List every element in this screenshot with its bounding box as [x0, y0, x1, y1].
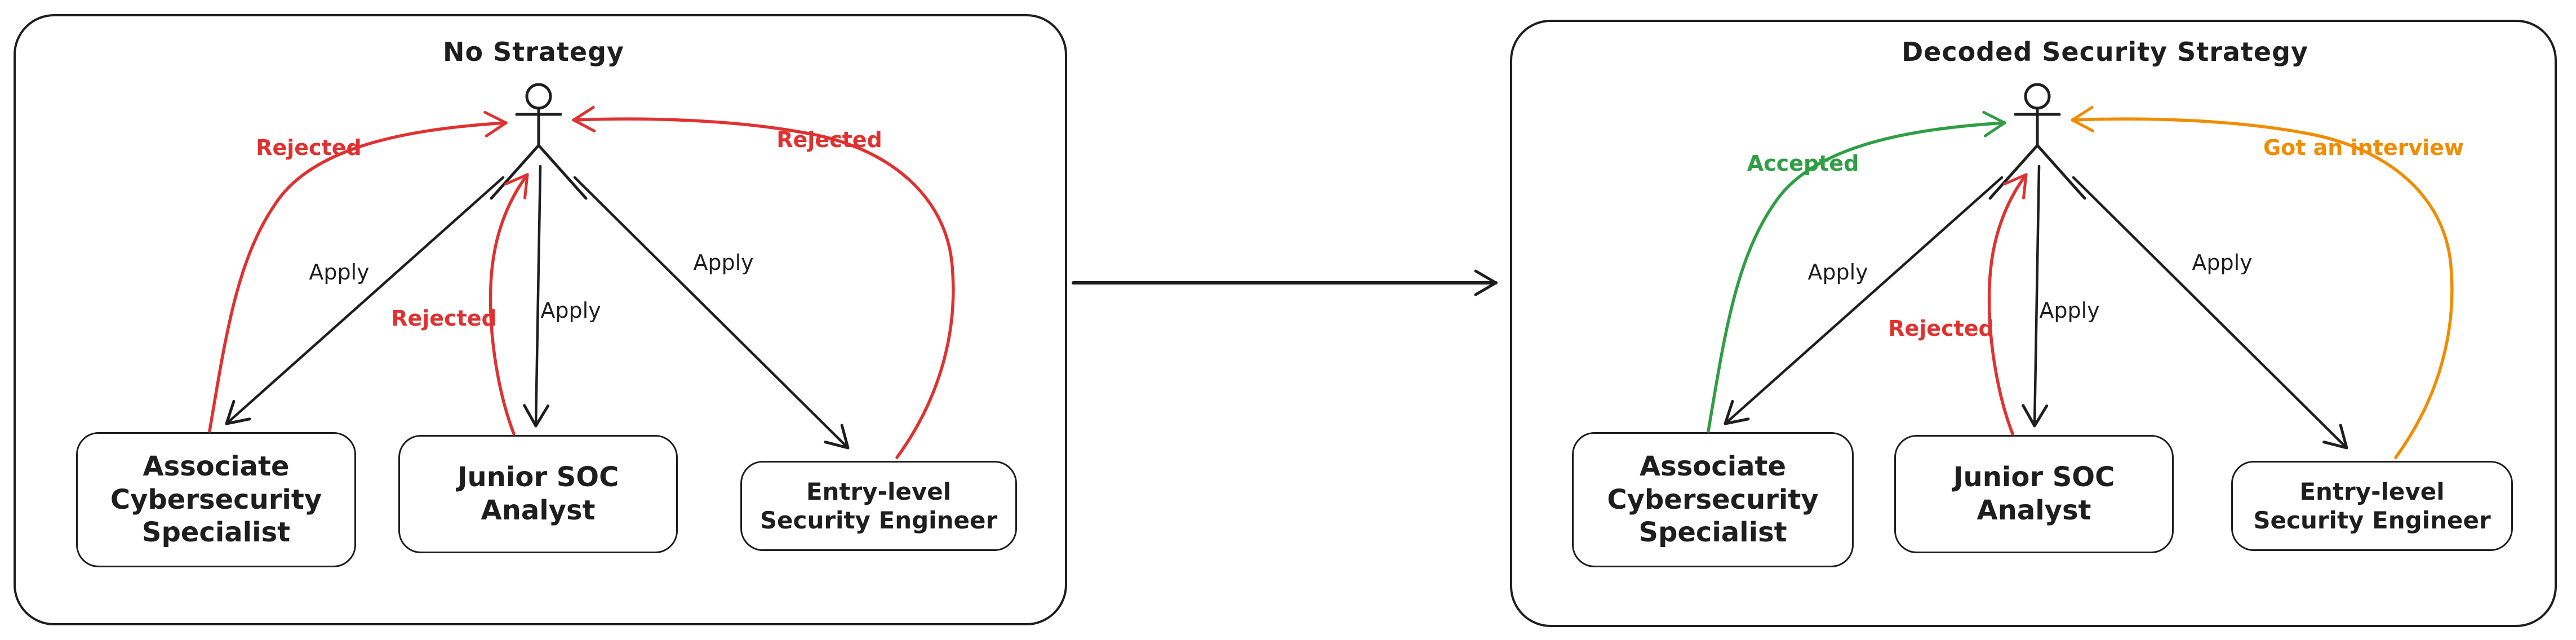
apply-label: Apply [2192, 250, 2253, 275]
apply-label: Apply [2039, 298, 2100, 323]
apply-label: Apply [693, 250, 754, 275]
apply-label: Apply [1807, 260, 1868, 285]
job-box-associate-cybersecurity-specialist: Associate Cybersecurity Specialist [1572, 432, 1854, 567]
panel-title-no-strategy: No Strategy [442, 37, 625, 67]
job-box-associate-cybersecurity-specialist: Associate Cybersecurity Specialist [76, 432, 356, 567]
apply-label: Apply [540, 298, 601, 323]
job-box-entry-level-security-engineer: Entry-level Security Engineer [2231, 461, 2513, 551]
panel-title-decoded-security-strategy: Decoded Security Strategy [1901, 37, 2309, 67]
job-box-junior-soc-analyst: Junior SOC Analyst [1894, 435, 2174, 553]
rejected-label: Rejected [391, 306, 497, 331]
panel-decoded-security-strategy [1510, 20, 2557, 627]
apply-label: Apply [309, 260, 370, 285]
rejected-label: Rejected [1888, 316, 1994, 341]
job-box-junior-soc-analyst: Junior SOC Analyst [398, 435, 678, 553]
job-box-entry-level-security-engineer: Entry-level Security Engineer [740, 461, 1017, 551]
accepted-label: Accepted [1747, 151, 1859, 176]
panel-no-strategy [14, 14, 1067, 625]
got-an-interview-label: Got an interview [2263, 135, 2464, 160]
rejected-label: Rejected [776, 127, 882, 152]
rejected-label: Rejected [256, 135, 362, 160]
